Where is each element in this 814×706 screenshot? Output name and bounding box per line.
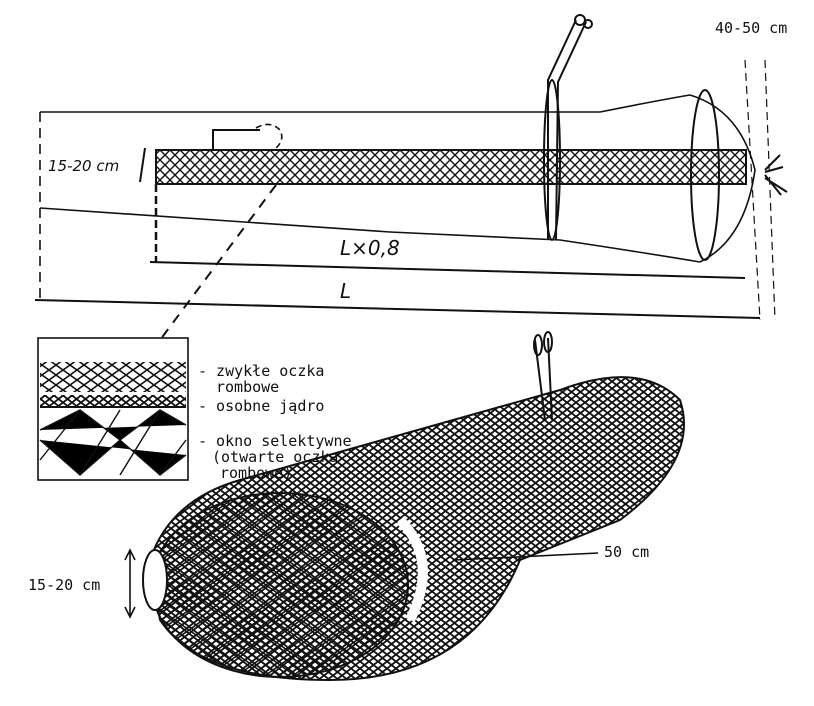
dim-line-L08 [149,261,746,279]
legend-text: rombowe) [220,464,293,482]
leader-line [159,184,277,341]
selective-window-strip [155,149,747,185]
legend-text: (otwarte oczka [212,448,339,466]
legend-text: - okno selektywne [198,432,352,450]
total-length-label: L [340,279,352,303]
legend-text: - zwykłe oczka [198,362,325,380]
legend-item-separate-core: - osobne jądro [198,397,325,415]
legend-text: rombowe [216,378,280,396]
legend-item-regular-mesh: - zwykłe oczka rombowe [198,363,324,395]
codend-perspective [124,331,685,682]
cod-end-width-label: 40-50 cm [715,19,788,37]
perspective-window-height-label: 15-20 cm [28,576,101,594]
rope-rings [543,14,788,261]
window-height-label: 15-20 cm [48,157,120,175]
dim-line-L [34,299,761,319]
mesh-inset [37,337,189,481]
window-length-label: L×0,8 [340,236,400,260]
top-net-outline [39,94,756,300]
opening-label: 50 cm [604,543,650,561]
legend-item-selective-window: - okno selektywne (otwarte oczka rombowe… [198,433,352,481]
